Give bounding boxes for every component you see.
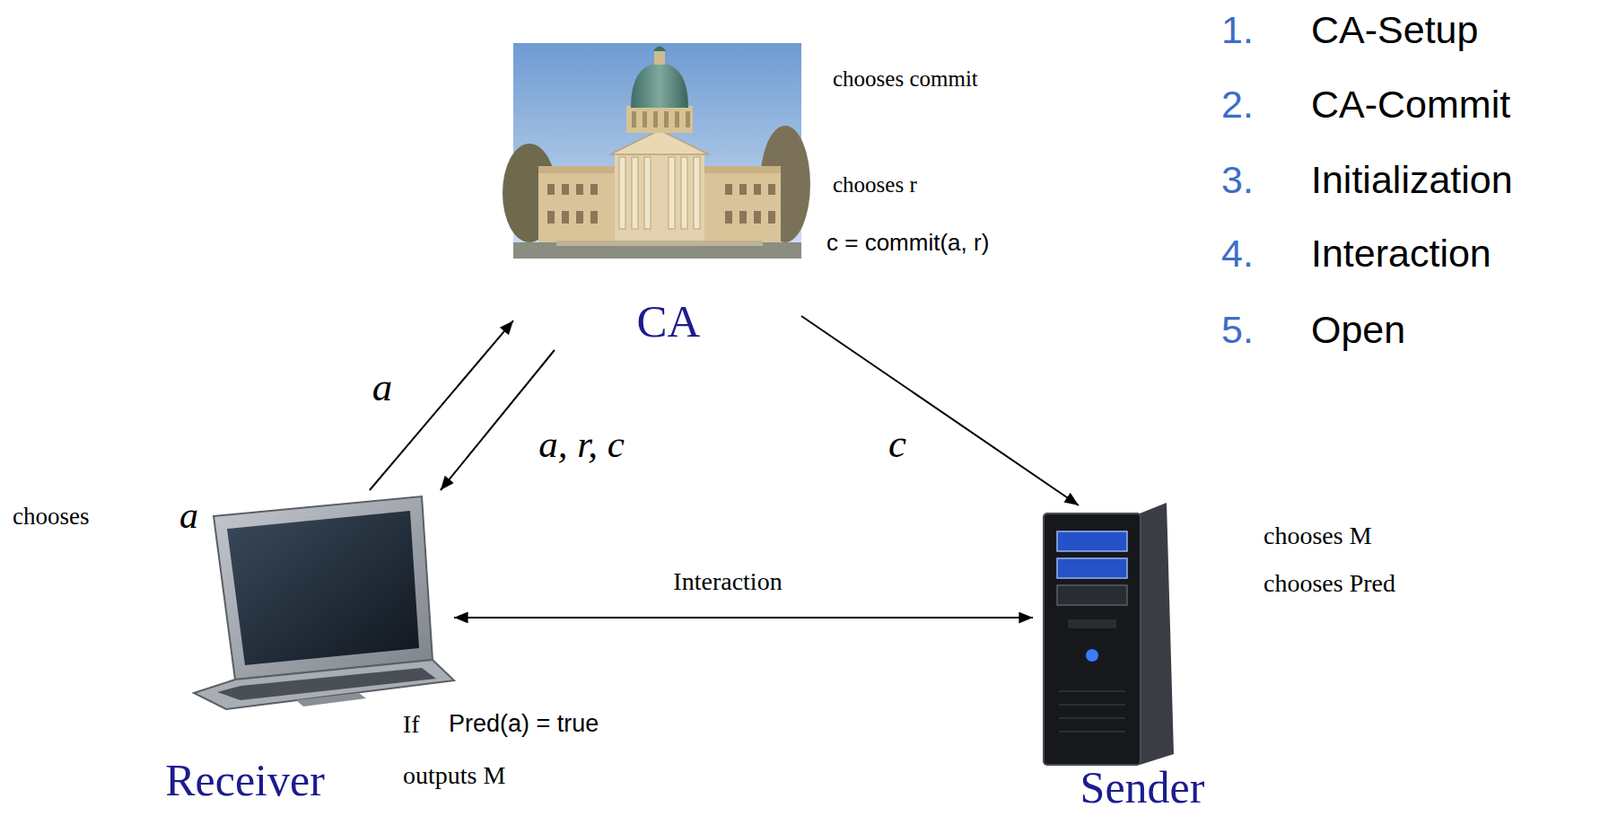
annotation-text: If (402, 709, 420, 739)
arrow-label: Interaction (670, 567, 785, 596)
message-arrow (801, 315, 1079, 506)
annotation-text: chooses (12, 502, 89, 531)
annotation-text: 1. (1221, 8, 1254, 53)
computer-tower-picture (1043, 502, 1174, 765)
annotation-text: 3. (1221, 157, 1254, 202)
annotation-text: 2. (1221, 82, 1254, 127)
annotation-text: chooses commit (832, 66, 979, 93)
annotation-text: Initialization (1311, 157, 1513, 202)
annotation-text: c = commit(a, r) (826, 229, 989, 257)
message-arrow (454, 616, 1033, 619)
party-node: Sender (1032, 505, 1221, 811)
annotation-text: 5. (1221, 307, 1254, 352)
annotation-text: CA-Commit (1311, 82, 1511, 127)
party-name: Receiver (165, 754, 325, 807)
message-arrow (440, 349, 555, 490)
party-node: CA (513, 43, 802, 350)
annotation-text: chooses r (832, 172, 918, 199)
annotation-text: Pred(a) = true (448, 709, 599, 738)
annotation-text: Interaction (1311, 231, 1492, 276)
laptop-picture (193, 496, 455, 709)
capitol-photo (502, 43, 811, 259)
arrow-label: a, r, c (535, 421, 628, 466)
annotation-text: Open (1311, 307, 1406, 352)
annotation-text: outputs M (402, 760, 506, 790)
party-name: Sender (1080, 761, 1206, 814)
annotation-text: chooses Pred (1263, 568, 1396, 598)
annotation-text: chooses M (1263, 521, 1373, 551)
message-arrow (369, 320, 514, 490)
party-name: CA (637, 295, 701, 349)
arrow-label: c (885, 420, 910, 468)
arrow-label: a (369, 364, 396, 411)
party-node: Receiver (152, 489, 455, 808)
annotation-text: 4. (1221, 231, 1254, 276)
annotation-text: a (179, 493, 199, 537)
annotation-text: CA-Setup (1311, 8, 1478, 53)
